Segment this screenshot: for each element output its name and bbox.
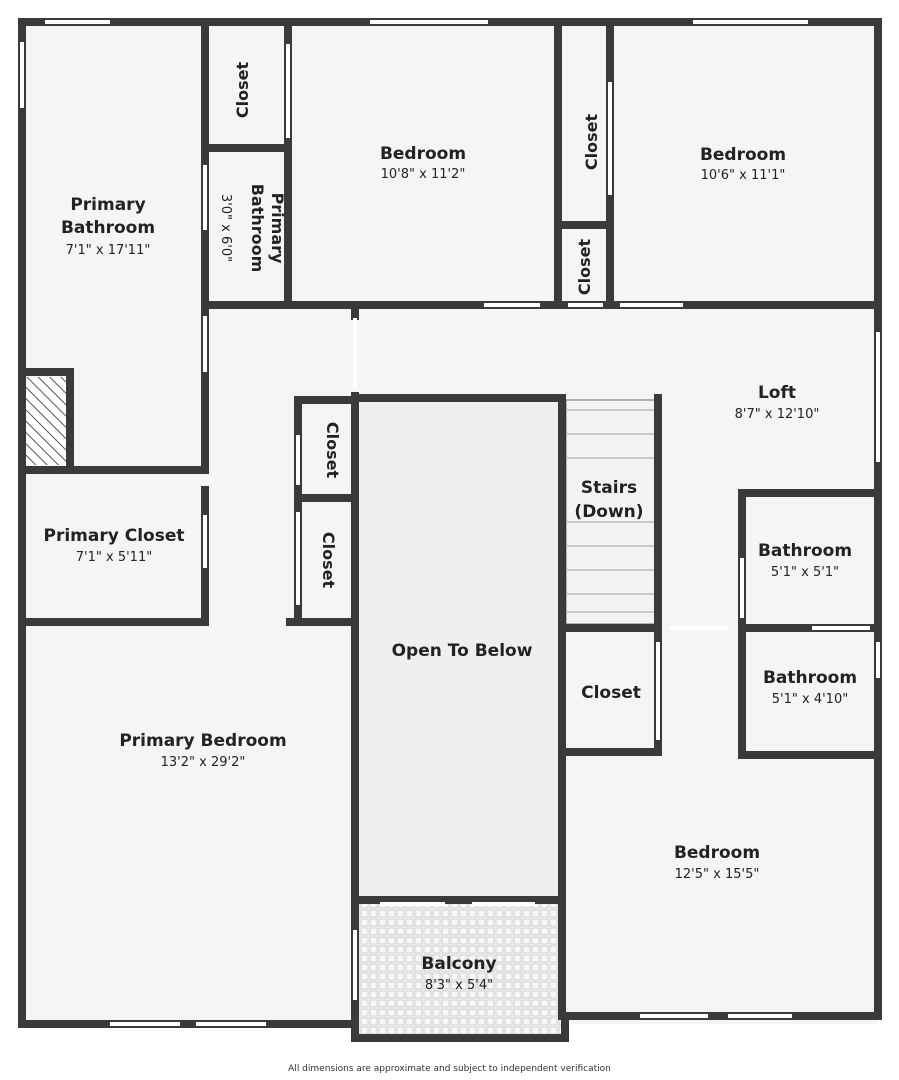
room-labels: Primary Bathroom 7'1" x 17'11" Closet Pr…	[44, 62, 858, 993]
open-to-below-label: Open To Below	[392, 641, 533, 661]
windows	[20, 20, 880, 1026]
balcony-floor	[355, 904, 564, 1038]
closet-hall-2-label: Closet	[319, 532, 338, 589]
balcony-dim: 8'3" x 5'4"	[425, 978, 493, 993]
stairs-label-1: Stairs	[581, 478, 637, 498]
primary-bathroom-small-label-2: Bathroom	[248, 184, 267, 273]
primary-bathroom-small-dim: 3'0" x 6'0"	[218, 194, 233, 262]
bathroom-1-label: Bathroom	[758, 541, 852, 561]
bathroom-1-dim: 5'1" x 5'1"	[771, 565, 839, 580]
bathroom-2-label: Bathroom	[763, 668, 857, 688]
closet-top-left-label: Closet	[233, 62, 252, 119]
primary-closet-dim: 7'1" x 5'11"	[76, 550, 152, 565]
primary-closet-label: Primary Closet	[44, 526, 185, 546]
bedroom-bottom-right-label: Bedroom	[674, 843, 760, 863]
closet-top-middle-label: Closet	[582, 114, 601, 171]
bedroom-top-middle-dim: 10'8" x 11'2"	[381, 167, 466, 182]
loft-label: Loft	[758, 383, 796, 403]
bedroom-top-right-label: Bedroom	[700, 145, 786, 165]
bedroom-bottom-right-dim: 12'5" x 15'5"	[675, 867, 760, 882]
balcony-label: Balcony	[421, 954, 496, 974]
open-to-below-area	[355, 402, 561, 900]
closet-small-middle-label: Closet	[575, 239, 594, 296]
hatched-chase	[26, 377, 68, 465]
stairs-label-2: (Down)	[574, 502, 643, 522]
loft-dim: 8'7" x 12'10"	[735, 407, 820, 422]
primary-bedroom-dim: 13'2" x 29'2"	[161, 755, 246, 770]
disclaimer-footer: All dimensions are approximate and subje…	[288, 1064, 611, 1074]
bathroom-2-dim: 5'1" x 4'10"	[772, 692, 848, 707]
bedroom-top-middle-label: Bedroom	[380, 144, 466, 164]
primary-bathroom-dim: 7'1" x 17'11"	[66, 243, 151, 258]
primary-bathroom-label-1: Primary	[70, 195, 145, 215]
primary-bedroom-label: Primary Bedroom	[119, 731, 286, 751]
bedroom-top-right-dim: 10'6" x 11'1"	[701, 168, 786, 183]
closet-hall-1-label: Closet	[323, 422, 342, 479]
primary-bathroom-label-2: Bathroom	[61, 218, 155, 238]
closet-right-label: Closet	[581, 683, 641, 703]
primary-bathroom-small-label-1: Primary	[268, 193, 287, 264]
